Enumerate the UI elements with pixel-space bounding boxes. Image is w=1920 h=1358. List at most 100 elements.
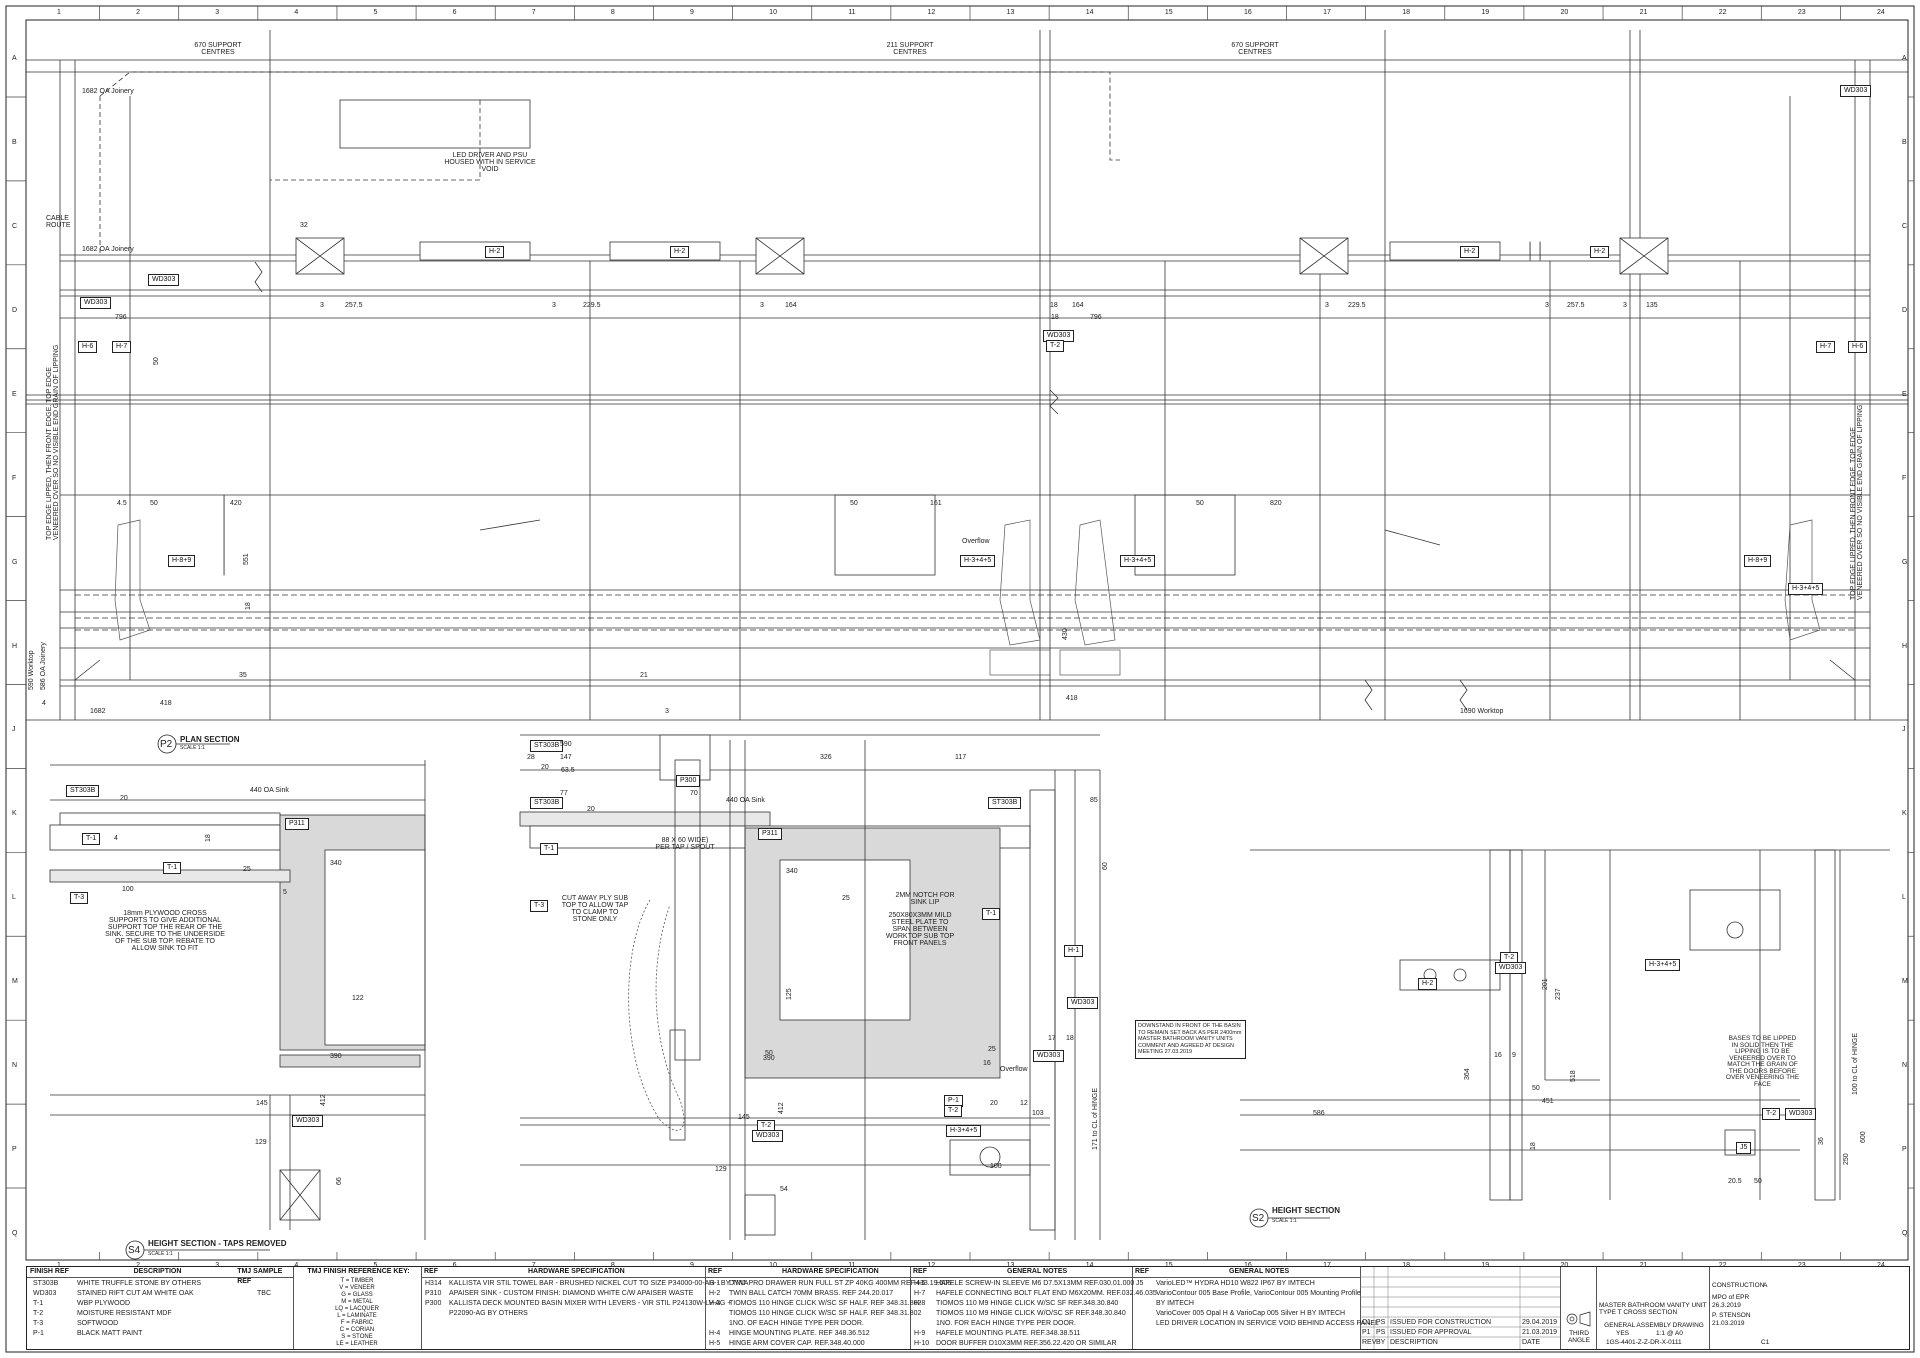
grid-column-label: 10 (769, 9, 777, 16)
spec-text-cell: BY IMTECH (1156, 1300, 1194, 1307)
checked-value: YES (1616, 1330, 1630, 1337)
dimension-label: 36 (1818, 1137, 1825, 1145)
oa-sink-label: 440 OA Sink (250, 787, 289, 794)
hinge-tag: H-3+4+5 (1788, 583, 1824, 595)
rev-desc-cell: DESCRIPTION (1390, 1339, 1438, 1346)
hinge-tag: H-3+4+5 (1645, 959, 1681, 971)
grid-row-label: P (1902, 1146, 1907, 1154)
dimension-label: 250 (1843, 1153, 1850, 1165)
spec-text-cell: HINGE MOUNTING PLATE. REF 348.36.512 (729, 1330, 870, 1337)
grid-column-label: 22 (1718, 9, 1727, 16)
hinge-cl-note: 171 to CL of HINGE (1092, 1088, 1099, 1150)
grid-column-label: 8 (610, 9, 615, 16)
grid-column-label: 13 (1006, 9, 1015, 16)
spec-text-cell: 1NO. OF EACH HINGE TYPE PER DOOR. (729, 1320, 864, 1327)
dimension-label: 600 (1860, 1131, 1867, 1143)
spec-ref-cell: H-10 (914, 1340, 930, 1347)
dimension-label: 12 (1020, 1100, 1028, 1107)
spec-ref-cell: H-7 (914, 1290, 926, 1297)
drawn-by: MPO of EPR (1712, 1294, 1750, 1301)
project-title: MASTER BATHROOM VANITY UNIT TYPE T CROSS… (1599, 1302, 1707, 1316)
spec-text-cell: APAISER SINK - CUSTOM FINISH: DIAMOND WH… (449, 1290, 694, 1297)
date-2: 21.03.2019 (1712, 1320, 1745, 1327)
rev-date-cell: DATE (1522, 1339, 1541, 1346)
grid-column-label: 4 (294, 1262, 299, 1269)
dimension-label: 1690 Worktop (1460, 708, 1504, 715)
grid-column-label: 9 (690, 9, 694, 16)
hinge-tag: H-3+4+5 (960, 555, 996, 567)
dimension-label: 145 (738, 1114, 750, 1121)
finish-tag: T-3 (530, 900, 549, 912)
rev-by-cell: BY (1376, 1339, 1386, 1346)
dimension-label: 129 (255, 1139, 267, 1146)
grid-column-label: 6 (452, 9, 457, 16)
dimension-label: 3 (320, 302, 324, 309)
dimension-label: 551 (243, 553, 250, 565)
oa-sink-label: 440 OA Sink (726, 797, 765, 804)
grid-column-label: 14 (1085, 9, 1094, 16)
spec-text-cell: 1NO. FOR EACH HINGE TYPE PER DOOR. (936, 1320, 1076, 1327)
spec-text-cell: HINGE ARM COVER CAP. REF.348.40.000 (729, 1340, 865, 1347)
lighting-tag: J5 (1736, 1142, 1752, 1154)
dimension-label: 418 (160, 700, 172, 707)
dimension-label: 796 (1090, 314, 1102, 321)
dimension-label: 229.5 (1348, 302, 1366, 309)
grid-column-label: 7 (531, 1262, 536, 1269)
grid-column-label: 11 (848, 1262, 856, 1269)
grid-row-label: L (12, 894, 16, 902)
dimension-label: 50 (1532, 1085, 1540, 1092)
dimension-label: 390 (763, 1055, 775, 1062)
dimension-label: 50 (765, 1050, 773, 1057)
dimension-label: 3 (1545, 302, 1549, 309)
hinge-tag: H-8+9 (168, 555, 196, 567)
dimension-label: 20 (990, 1100, 998, 1107)
section-title: PLAN SECTION (180, 735, 240, 744)
dimension-label: 229.5 (583, 302, 601, 309)
key-item: LQ = LACQUER (335, 1306, 379, 1312)
finish-tag: WD303 (1067, 997, 1099, 1009)
rev-cell: C1 (1362, 1319, 1371, 1326)
spec-ref-cell: H314 (425, 1280, 442, 1287)
hinge-tag: H-3+4+5 (946, 1125, 982, 1137)
section-ref: P2 (160, 739, 173, 750)
hw2-header-spec: HARDWARE SPECIFICATION (782, 1268, 879, 1275)
spec-text-cell: DOOR BUFFER D10X3MM REF.356.22.420 OR SI… (936, 1340, 1117, 1347)
grid-column-label: 4 (294, 9, 299, 16)
dimension-label: 18 (245, 602, 252, 610)
support-centres-label: 670 SUPPORT CENTRES (1231, 42, 1279, 56)
dimension-label: 50 (153, 357, 160, 365)
spec-text-cell: HAFELE SCREW-IN SLEEVE M6 D7.5X13MM REF.… (936, 1280, 1135, 1287)
project-info: MASTER BATHROOM VANITY UNIT TYPE T CROSS… (1596, 1267, 1710, 1349)
gen1-header-ref: REF (913, 1268, 927, 1275)
rev-cell: P1 (1362, 1329, 1371, 1336)
dimension-label: 586 (1313, 1110, 1325, 1117)
dimension-label: 129 (715, 1166, 727, 1173)
finish-tag: T-1 (163, 862, 182, 874)
oa-joinery-label: 1682 OA Joinery (82, 88, 134, 95)
dimension-label: 4 (42, 700, 46, 707)
hw1-header-spec: HARDWARE SPECIFICATION (528, 1268, 625, 1275)
finish-tag: T-1 (540, 843, 559, 855)
grid-row-label: M (1902, 978, 1908, 986)
steel-plate-note: 250X80X3MM MILD STEEL PLATE TO SPAN BETW… (885, 912, 955, 947)
finish-tag: WD303 (1785, 1108, 1817, 1120)
dimension-label: 412 (320, 1094, 327, 1106)
spec-text-cell: LED DRIVER LOCATION IN SERVICE VOID BEHI… (1156, 1320, 1379, 1327)
finish-tag: P300 (676, 775, 701, 787)
plywood-note: 18mm PLYWOOD CROSS SUPPORTS TO GIVE ADDI… (105, 910, 225, 952)
grid-column-label: 11 (848, 9, 856, 16)
hardware-tag: H-6 (78, 341, 98, 353)
dimension-label: 4.5 (117, 500, 127, 507)
gen2-header-ref: REF (1135, 1268, 1149, 1275)
grid-column-label: 5 (373, 9, 378, 16)
section-title: HEIGHT SECTION (1272, 1206, 1341, 1215)
edge-note: TOP EDGE LIPPED, THEN FRONT EDGE. TOP ED… (1850, 404, 1864, 600)
dimension-label: 21 (640, 672, 648, 679)
dimension-label: 18 (1066, 1035, 1074, 1042)
projection-angle: THIRD ANGLE (1560, 1267, 1597, 1349)
dimension-label: 164 (785, 302, 797, 309)
dimension-label: 85 (1090, 797, 1098, 804)
grid-row-label: H (12, 642, 18, 650)
